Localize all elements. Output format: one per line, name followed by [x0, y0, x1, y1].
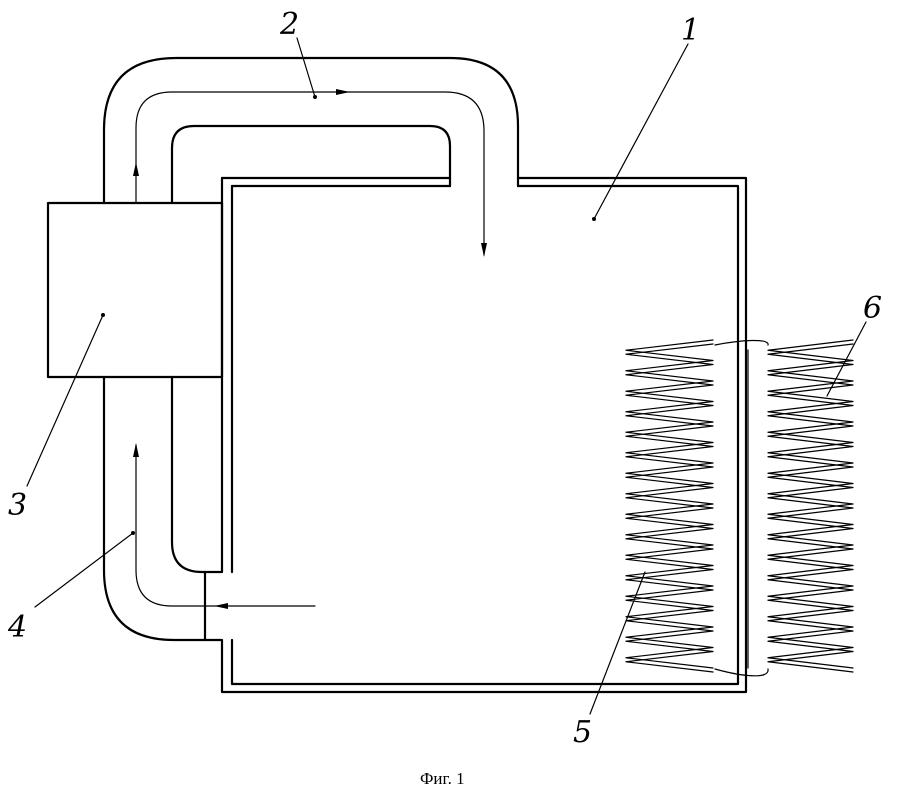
flow-arrows	[133, 89, 487, 609]
arrow-right-top	[336, 89, 350, 95]
label-4: 4	[7, 610, 27, 645]
arrow-up-lower	[133, 443, 139, 457]
lower-pipe	[102, 375, 316, 642]
tank	[203, 176, 748, 694]
arrow-down-right	[481, 243, 487, 257]
leader-lines	[26, 37, 867, 715]
coil-6	[767, 339, 854, 673]
arrow-left-bottom	[214, 603, 228, 609]
coil-5	[625, 339, 714, 673]
label-2: 2	[279, 7, 299, 42]
label-3: 3	[8, 488, 27, 523]
label-1: 1	[681, 13, 700, 48]
upper-pipe	[102, 56, 520, 256]
coil-line	[767, 343, 854, 673]
label-5: 5	[573, 715, 592, 750]
coil-line	[625, 339, 714, 669]
figure-caption: Фиг. 1	[420, 769, 465, 788]
coil-connectors	[714, 339, 769, 677]
coil-line	[767, 339, 854, 669]
heat-exchanger-block	[46, 201, 224, 379]
coil-line	[625, 343, 714, 673]
arrow-up-upper	[133, 162, 139, 176]
label-6: 6	[863, 291, 882, 326]
